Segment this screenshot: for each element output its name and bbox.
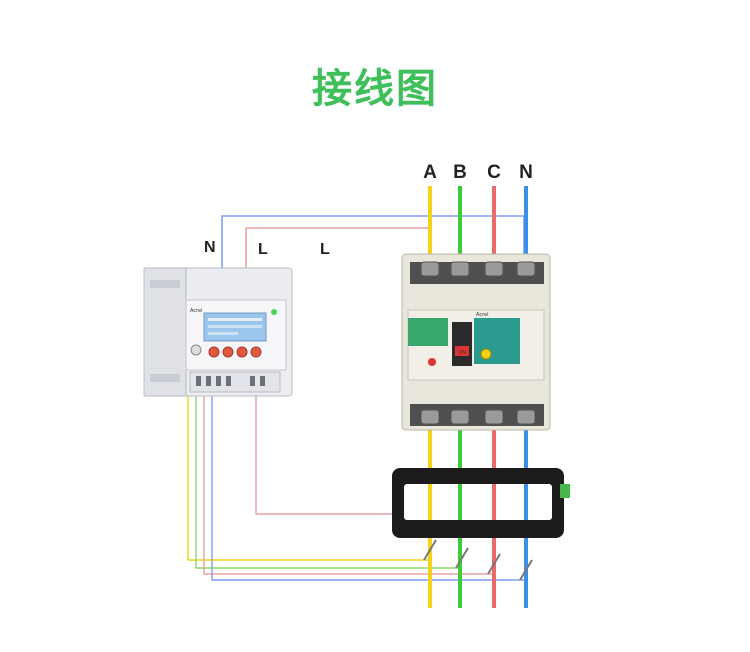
phase-label-b-1: B: [453, 162, 467, 183]
meter-l2-label: L: [320, 241, 330, 258]
diagram-title: 接线图: [312, 66, 438, 112]
phase-conductors-front: [428, 484, 528, 520]
phase-label-n-3: N: [519, 162, 533, 183]
meter-status-led: [271, 309, 277, 315]
bottom-terminal-c-2: [484, 409, 504, 425]
breaker-top-terminals: [420, 261, 536, 277]
phase-label-a-0: A: [423, 162, 437, 183]
ct-wire-c: [203, 392, 492, 575]
meter-button-3[interactable]: [236, 346, 248, 358]
top-terminal-c-2: [484, 261, 504, 277]
bottom-terminal-a-0: [420, 409, 440, 425]
ct-secondary-wires: [187, 392, 524, 581]
top-terminal-a-0: [420, 261, 440, 277]
meter-l1-label: L: [258, 241, 268, 258]
meter-brand-logo: Acrel: [190, 308, 203, 314]
top-terminal-b-1: [450, 261, 470, 277]
meter-button-1[interactable]: [208, 346, 220, 358]
bottom-terminal-n-3: [516, 409, 536, 425]
ct-wire-common: [255, 392, 392, 515]
breaker-switch-label: ON: [458, 350, 466, 356]
breaker-test-button[interactable]: [480, 348, 492, 360]
phase-label-c-2: C: [487, 162, 501, 183]
breaker-handle[interactable]: [452, 322, 472, 366]
circuit-breaker: ON Acrel: [401, 253, 551, 431]
meter-button-4[interactable]: [250, 346, 262, 358]
meter-n-label: N: [204, 239, 216, 256]
breaker-bottom-terminals: [420, 409, 536, 425]
current-transformer: [392, 468, 570, 538]
din-rail-meter: Acrel: [143, 267, 293, 397]
bottom-terminal-b-1: [450, 409, 470, 425]
breaker-brand-logo: Acrel: [476, 312, 489, 318]
ct-wire-n: [211, 392, 524, 581]
ct-wire-b: [195, 392, 460, 569]
top-terminal-n-3: [516, 261, 536, 277]
meter-button-2[interactable]: [222, 346, 234, 358]
ct-wire-a: [187, 392, 428, 561]
meter-buttons: [208, 346, 262, 358]
ct-taps: [423, 539, 533, 581]
